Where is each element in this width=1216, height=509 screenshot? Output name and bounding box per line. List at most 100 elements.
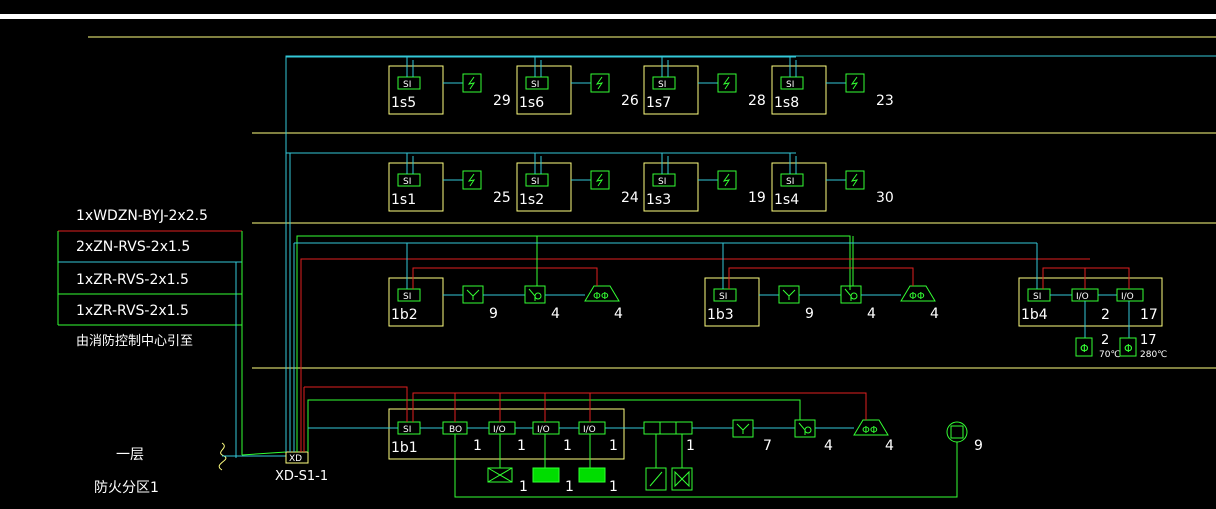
- device-count: 9: [974, 438, 983, 454]
- module-name: 1b2: [391, 307, 418, 323]
- alarm-icon: [900, 285, 936, 302]
- valve-icon-dot: [850, 292, 858, 300]
- si-tag-label: SI: [719, 292, 727, 302]
- terminal-block: [643, 421, 693, 435]
- strobe-icon-glyph: [850, 173, 859, 187]
- bus-tap: [728, 267, 914, 289]
- module-box: [516, 162, 572, 212]
- device-count: 1: [519, 479, 528, 495]
- device-count: 1: [473, 438, 482, 454]
- bell-icon: [778, 285, 800, 304]
- device-count: 26: [621, 93, 639, 109]
- device-count: 4: [551, 306, 560, 322]
- fire-damper-icon: [1075, 337, 1093, 357]
- strobe-icon: [717, 73, 737, 93]
- bus-tap: [412, 392, 591, 422]
- io-tag-label: I/O: [537, 425, 550, 435]
- si-tag-label: SI: [658, 177, 666, 187]
- si-tag-box: [780, 76, 804, 90]
- device-count: 19: [748, 190, 766, 206]
- device-count: 29: [493, 93, 511, 109]
- floor-separators: [88, 36, 1216, 369]
- strobe-icon: [845, 73, 865, 93]
- device-count: 7: [763, 438, 772, 454]
- valve-icon-dot: [534, 292, 542, 300]
- si-tag-label: SI: [403, 177, 411, 187]
- module-name: 1b1: [391, 440, 418, 456]
- device-count: 24: [621, 190, 639, 206]
- strobe-icon-glyph: [850, 76, 859, 90]
- si-tag-label: SI: [531, 80, 539, 90]
- cable-label-4: 1xZR-RVS-2x1.5: [76, 303, 189, 319]
- pump-glyph: [950, 425, 964, 439]
- device-count: 1: [517, 438, 526, 454]
- xd-name: XD-S1-1: [275, 469, 328, 484]
- xd-label: XD: [289, 454, 302, 464]
- damper-icon: [487, 467, 513, 483]
- device-count: 4: [867, 306, 876, 322]
- device-count: 1: [609, 438, 618, 454]
- io-tag-label: I/O: [493, 425, 506, 435]
- io-tag-label: I/O: [1076, 292, 1089, 302]
- source-note: 由消防控制中心引至: [76, 333, 193, 349]
- cable-legend: 1xWDZN-BYJ-2x2.5 2xZN-RVS-2x1.5 1xZR-RVS…: [57, 208, 243, 458]
- cable-label-1: 1xWDZN-BYJ-2x2.5: [76, 208, 208, 224]
- device-count: 2: [1101, 333, 1109, 348]
- si-tag-label: SI: [403, 80, 411, 90]
- si-tag-label: SI: [403, 292, 411, 302]
- si-tag-label: SI: [658, 80, 666, 90]
- module-box: [516, 65, 572, 115]
- bell-icon-glyph: [466, 289, 480, 300]
- strobe-icon: [462, 170, 482, 190]
- alarm-icon: [584, 285, 620, 302]
- valve-icon-glyph: [798, 422, 806, 435]
- fan-controller-icon: [532, 467, 560, 483]
- alarm-icon: [853, 419, 889, 436]
- strobe-icon-glyph: [722, 76, 731, 90]
- strobe-icon-glyph: [595, 76, 604, 90]
- strobe-icon-glyph: [467, 76, 476, 90]
- module-name: 1s4: [774, 192, 799, 208]
- module-name: 1b3: [707, 307, 734, 323]
- device-count: 4: [885, 438, 894, 454]
- fire-valve-icon: [671, 467, 693, 491]
- valve-icon-dot: [804, 426, 812, 434]
- device-count: 1: [686, 438, 695, 454]
- fire-damper-glyph: Φ: [1080, 342, 1089, 355]
- temp-label: 280℃: [1140, 350, 1167, 360]
- si-tag-box: [397, 76, 421, 90]
- strobe-icon: [717, 170, 737, 190]
- fire-valve-glyph: [674, 470, 690, 488]
- bell-icon: [462, 285, 484, 304]
- module-name: 1s7: [646, 95, 671, 111]
- floor-label: 一层: [116, 447, 144, 463]
- cable-label-2: 2xZN-RVS-2x1.5: [76, 239, 190, 255]
- riser-lines: [285, 55, 1216, 452]
- bus-tap: [1042, 267, 1130, 289]
- device-count: 17: [1140, 333, 1157, 348]
- device-count: 1: [563, 438, 572, 454]
- si-tag-label: SI: [786, 80, 794, 90]
- wire: [454, 434, 958, 498]
- bell-icon-glyph: [736, 423, 750, 434]
- strobe-icon-glyph: [722, 173, 731, 187]
- si-tag-box: [652, 76, 676, 90]
- bus-tap: [304, 386, 408, 422]
- fire-shutter-glyph: [649, 471, 663, 487]
- module-box: [388, 408, 625, 460]
- strobe-icon-glyph: [467, 173, 476, 187]
- module-box: [771, 65, 827, 115]
- module-box: [388, 162, 444, 212]
- device-count: 4: [930, 306, 939, 322]
- module-name: 1s5: [391, 95, 416, 111]
- bus-tap: [406, 56, 413, 77]
- device-count: 9: [805, 306, 814, 322]
- module-name: 1s1: [391, 192, 416, 208]
- io-tag-box: [1116, 288, 1144, 302]
- bus-tap: [590, 392, 867, 420]
- module-box: [388, 277, 444, 327]
- strobe-icon-glyph: [595, 173, 604, 187]
- cable-label-3: 1xZR-RVS-2x1.5: [76, 272, 189, 288]
- device-count: 25: [493, 190, 511, 206]
